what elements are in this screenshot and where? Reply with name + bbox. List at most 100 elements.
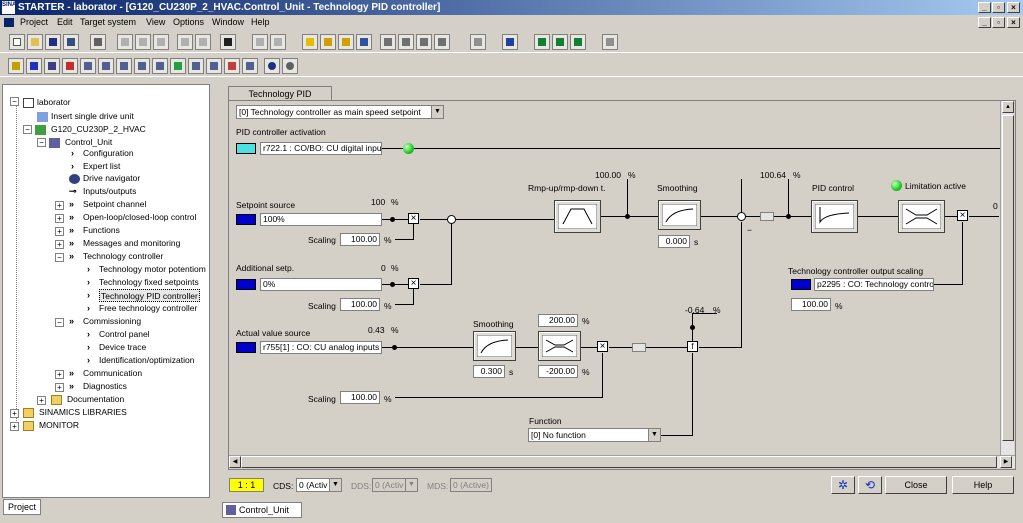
tree-item-open-closed-loop[interactable]: Open-loop/closed-loop control [83,212,197,222]
gear-icon[interactable] [26,58,42,74]
menu-help[interactable]: Help [251,17,270,27]
cut-icon[interactable] [117,34,133,50]
smoothing-time-field[interactable]: 0.000 [658,235,690,248]
scroll-right-icon[interactable]: ▶ [1000,456,1012,468]
menu-options[interactable]: Options [173,17,205,27]
limit-high-field[interactable]: 200.00 [538,314,578,327]
load-to-pg-icon[interactable] [320,34,336,50]
ramp-block[interactable] [554,200,601,233]
chevron-down-icon[interactable]: ▼ [431,106,443,118]
tree-item-control-unit[interactable]: Control_Unit [65,137,113,147]
paste-icon[interactable] [153,34,169,50]
tree-item-setpoint-channel[interactable]: Setpoint channel [83,199,147,209]
tree-item-expert-list[interactable]: Expert list [83,161,121,171]
menu-project[interactable]: Project [20,17,49,27]
measure-icon[interactable] [552,34,568,50]
tree-item-diagnostics[interactable]: Diagnostics [83,381,127,391]
chevron-down-icon[interactable]: ▼ [329,479,341,491]
motor-icon[interactable] [264,58,280,74]
setpoint-icon[interactable] [44,58,60,74]
new-icon[interactable] [9,34,25,50]
tree-item-identification[interactable]: Identification/optimization [99,355,195,365]
dds-select[interactable]: 0 (Activ▼ [372,478,418,492]
accessible-nodes-icon[interactable] [252,34,268,50]
tree-expander[interactable]: + [55,370,64,379]
menu-view[interactable]: View [146,17,166,27]
tree-expander[interactable]: − [10,97,19,106]
tree-expander[interactable]: + [10,422,19,431]
limiter-block-2[interactable] [538,331,581,361]
scaling-field-3[interactable]: 100.00 [340,391,380,404]
tree-item-functions[interactable]: Functions [83,225,120,235]
tree-item-communication[interactable]: Communication [83,368,143,378]
setpoint-field[interactable]: 100% [260,213,382,226]
drive-config-icon[interactable] [8,58,24,74]
tree-item-drive-navigator[interactable]: Drive navigator [83,173,141,183]
trace-icon[interactable] [534,34,550,50]
tree-expander[interactable]: + [55,240,64,249]
copy-ram-icon[interactable] [356,34,372,50]
connector-icon[interactable] [236,342,256,353]
connector-icon[interactable] [236,143,256,154]
limit-low-field[interactable]: -200.00 [538,365,578,378]
help-button[interactable]: Help [952,476,1014,494]
tree-expander[interactable]: + [10,409,19,418]
copy-icon[interactable] [135,34,151,50]
controller-icon[interactable] [170,58,186,74]
speed-icon[interactable] [152,58,168,74]
tab-project[interactable]: Project [3,499,41,515]
restore-icon[interactable]: ▫ [992,2,1005,13]
tree-item-messages[interactable]: Messages and monitoring [83,238,181,248]
limit-icon[interactable] [134,58,150,74]
refresh-icon[interactable]: ⟲ [858,476,882,494]
connect-icon[interactable] [270,34,286,50]
tab-control-unit[interactable]: Control_Unit [222,502,302,518]
connector-icon[interactable] [791,279,811,290]
limiter-block[interactable] [898,200,945,233]
tree-expander[interactable]: − [23,125,32,134]
menu-edit[interactable]: Edit [57,17,73,27]
app-icon[interactable]: SINA [2,1,16,14]
expert-list-icon[interactable] [470,34,486,50]
actual-value-field[interactable]: r755[1] : CO: CU analog inputs [260,341,382,354]
connector-icon[interactable] [236,279,256,290]
save-icon[interactable] [45,34,61,50]
curve-icon[interactable] [98,58,114,74]
smoothing-time-field-2[interactable]: 0.300 [473,365,505,378]
close-button[interactable]: Close [885,476,947,494]
scaling-field-1[interactable]: 100.00 [340,233,380,246]
undo-icon[interactable] [177,34,193,50]
redo-icon[interactable] [195,34,211,50]
tree-item-insert-drive[interactable]: Insert single drive unit [51,111,134,121]
open-icon[interactable] [27,34,43,50]
chart-icon[interactable] [224,58,240,74]
scroll-up-icon[interactable]: ▲ [1002,101,1014,113]
project-tree[interactable]: − laborator Insert single drive unit − G… [2,84,210,498]
torque-icon[interactable] [188,58,204,74]
menu-window[interactable]: Window [212,17,245,27]
mode-select[interactable]: [0] Technology controller as main speed … [236,105,444,119]
tree-item-device-trace[interactable]: Device trace [99,342,147,352]
save-compile-icon[interactable] [63,34,79,50]
tree-item-laborator[interactable]: laborator [37,97,71,107]
tree-item-tech-fixed-setpoints[interactable]: Technology fixed setpoints [99,277,199,287]
filter-icon[interactable] [116,58,132,74]
restore-factory-icon[interactable] [434,34,450,50]
scaling-field-2[interactable]: 100.00 [340,298,380,311]
download-icon[interactable] [338,34,354,50]
document-icon[interactable] [4,18,14,27]
tree-item-documentation[interactable]: Documentation [67,394,125,404]
child-restore-icon[interactable]: ▫ [992,17,1005,28]
additional-setpoint-field[interactable]: 0% [260,278,382,291]
vertical-scrollbar[interactable]: ▲ [1000,101,1014,455]
tree-expander[interactable]: − [37,138,46,147]
current-icon[interactable] [206,58,222,74]
cds-select[interactable]: 0 (Activ▼ [296,478,342,492]
transfer-icon[interactable] [380,34,396,50]
connector-icon[interactable] [236,214,256,225]
scroll-left-icon[interactable]: ◀ [229,456,241,468]
tab-technology-pid[interactable]: Technology PID controller [228,86,332,113]
tree-expander[interactable]: − [55,318,64,327]
window-arrange-icon[interactable] [602,34,618,50]
control-panel-icon[interactable] [502,34,518,50]
